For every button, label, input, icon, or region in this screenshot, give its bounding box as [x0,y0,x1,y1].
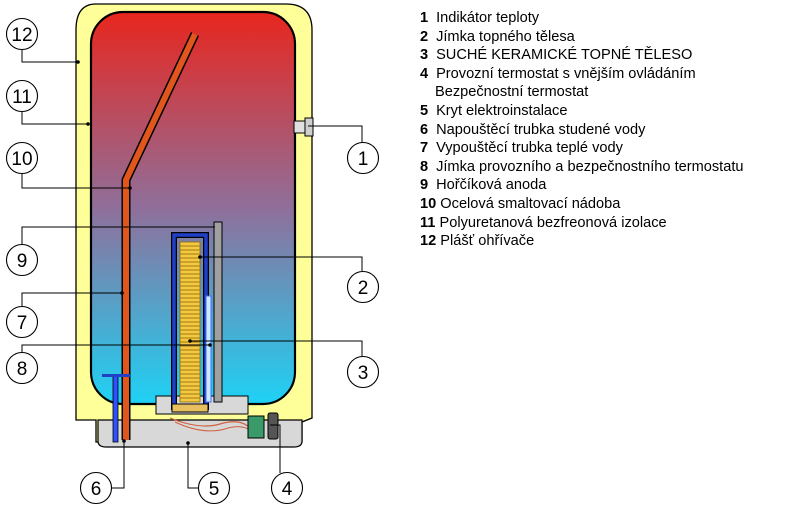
svg-text:9: 9 [17,251,28,272]
callout-4: 4 [270,471,304,505]
leader-lines [21,50,363,489]
legend-item-11: 11 Polyuretanová bezfreonová izolace [420,214,667,231]
svg-text:6: 6 [91,479,102,500]
legend-item-10: 10 Ocelová smaltovací nádoba [420,195,621,212]
legend-item-7: 7 Vypouštěcí trubka teplé vody [420,140,623,157]
callout-9: 9 [5,243,39,277]
thermostat-knob [267,412,279,440]
svg-text:1: 1 [358,149,369,170]
legend-item-5: 5 Kryt elektroinstalace [420,102,568,119]
legend-item-4: 4 Provozní termostat s vnějším ovládáním… [420,65,696,101]
legend-item-2: 2 Jímka topného tělesa [420,28,575,45]
temperature-indicator-cap [304,117,314,137]
parts-legend: 1 Indikátor teploty 2 Jímka topného těle… [420,9,744,251]
legend-item-9: 9 Hořčíková anoda [420,177,547,194]
magnesium-anode [213,221,223,403]
callout-3: 3 [346,355,380,389]
thermostat-wires [169,417,251,429]
leader-dots [76,60,212,445]
legend-item-12: 12 Plášť ohřívače [420,233,535,250]
callout-10: 10 [5,141,39,175]
svg-text:4: 4 [282,479,293,500]
water-heater-diagram: 1 2 3 4 5 6 7 8 9 10 11 12 [5,3,380,505]
svg-text:10: 10 [11,149,32,170]
hot-water-pipe-fill [123,32,198,440]
legend-item-1: 1 Indikátor teploty [420,10,540,26]
svg-text:8: 8 [17,359,28,380]
callout-11: 11 [5,79,39,113]
callout-5: 5 [197,471,231,505]
callout-6: 6 [79,471,113,505]
thermostat-wires-2 [174,421,253,433]
callout-1: 1 [346,141,380,175]
legend-item-6: 6 Napouštěcí trubka studené vody [420,121,646,138]
svg-text:7: 7 [17,313,28,334]
element-base [171,403,209,413]
svg-text:11: 11 [12,87,32,108]
callout-8: 8 [5,351,39,385]
svg-text:3: 3 [358,363,369,384]
callout-2: 2 [346,270,380,304]
svg-text:5: 5 [209,479,220,500]
callout-7: 7 [5,305,39,339]
cold-water-baffle [102,374,130,377]
thermostat-pocket [205,295,212,403]
thermostat-body [247,415,265,439]
svg-text:2: 2 [358,278,369,299]
callout-12: 12 [5,17,39,51]
heating-coils [180,245,200,399]
svg-text:12: 12 [11,25,32,46]
legend-item-3: 3 SUCHÉ KERAMICKÉ TOPNÉ TĚLESO [420,47,693,64]
legend-item-8: 8 Jímka provozního a bezpečnostního term… [420,158,744,175]
cold-water-pipe [112,375,119,443]
